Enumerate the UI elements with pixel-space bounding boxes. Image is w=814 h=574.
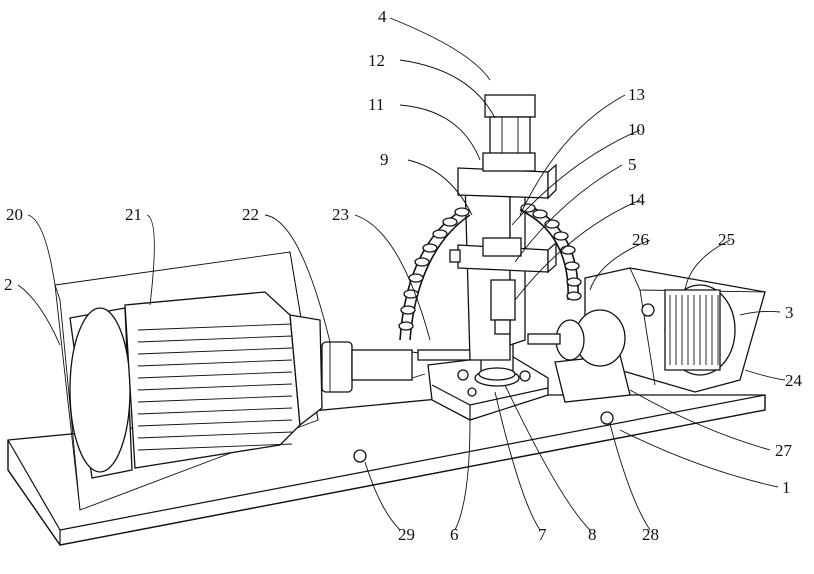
label-4: 4 bbox=[378, 7, 387, 26]
vertical-column bbox=[450, 165, 556, 360]
label-1: 1 bbox=[782, 478, 791, 497]
label-22: 22 bbox=[242, 205, 259, 224]
label-7: 7 bbox=[538, 525, 547, 544]
label-3: 3 bbox=[785, 303, 794, 322]
label-27: 27 bbox=[775, 441, 793, 460]
label-20: 20 bbox=[6, 205, 23, 224]
label-10: 10 bbox=[628, 120, 645, 139]
label-23: 23 bbox=[332, 205, 349, 224]
label-13: 13 bbox=[628, 85, 645, 104]
top-cylinder bbox=[483, 95, 535, 171]
label-2: 2 bbox=[4, 275, 13, 294]
mounting-hole-28 bbox=[601, 412, 613, 424]
label-28: 28 bbox=[642, 525, 659, 544]
label-9: 9 bbox=[380, 150, 389, 169]
label-26: 26 bbox=[632, 230, 649, 249]
label-8: 8 bbox=[588, 525, 597, 544]
mounting-hole-29 bbox=[354, 450, 366, 462]
label-6: 6 bbox=[450, 525, 459, 544]
label-24: 24 bbox=[785, 371, 803, 390]
label-5: 5 bbox=[628, 155, 637, 174]
label-12: 12 bbox=[368, 51, 385, 70]
label-14: 14 bbox=[628, 190, 646, 209]
label-29: 29 bbox=[398, 525, 415, 544]
coolant-hose-left bbox=[399, 208, 470, 340]
label-11: 11 bbox=[368, 95, 384, 114]
label-21: 21 bbox=[125, 205, 142, 224]
label-25: 25 bbox=[718, 230, 735, 249]
